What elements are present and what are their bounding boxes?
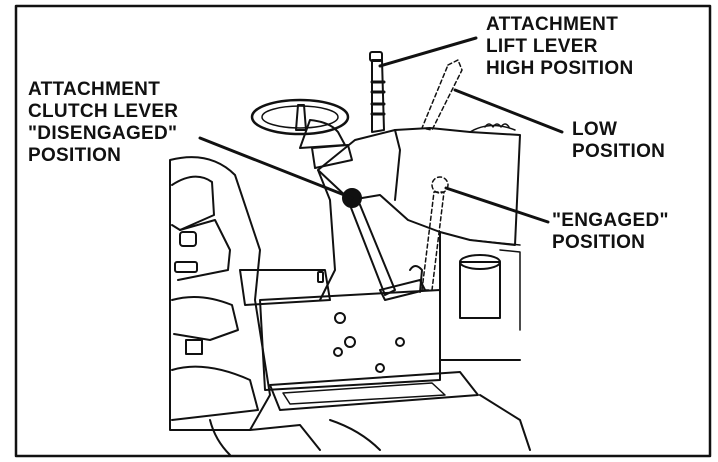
leader-lift-lever	[380, 38, 476, 66]
label-line: CLUTCH LEVER	[28, 101, 178, 123]
leader-engaged-position	[446, 188, 548, 222]
label-line: ATTACHMENT	[28, 79, 178, 101]
label-line: ATTACHMENT	[486, 14, 633, 36]
clutch-lever	[343, 189, 425, 300]
label-low-position: LOW POSITION	[572, 119, 665, 163]
seat-area	[170, 157, 270, 430]
fuel-tank-cap	[460, 240, 520, 330]
lift-lever-low-ghost	[422, 60, 462, 130]
label-line: POSITION	[572, 141, 665, 163]
footrest	[270, 372, 478, 410]
steering-wheel	[252, 100, 352, 168]
label-line: LOW	[572, 119, 665, 141]
label-line: "DISENGAGED"	[28, 123, 178, 145]
label-line: HIGH POSITION	[486, 58, 633, 80]
label-clutch-lever: ATTACHMENT CLUTCH LEVER "DISENGAGED" POS…	[28, 79, 178, 167]
label-line: POSITION	[28, 145, 178, 167]
label-line: POSITION	[552, 232, 669, 254]
label-line: LIFT LEVER	[486, 36, 633, 58]
floor-panel	[240, 270, 440, 390]
label-lift-lever: ATTACHMENT LIFT LEVER HIGH POSITION	[486, 14, 633, 80]
label-line: "ENGAGED"	[552, 210, 669, 232]
label-engaged-position: "ENGAGED" POSITION	[552, 210, 669, 254]
